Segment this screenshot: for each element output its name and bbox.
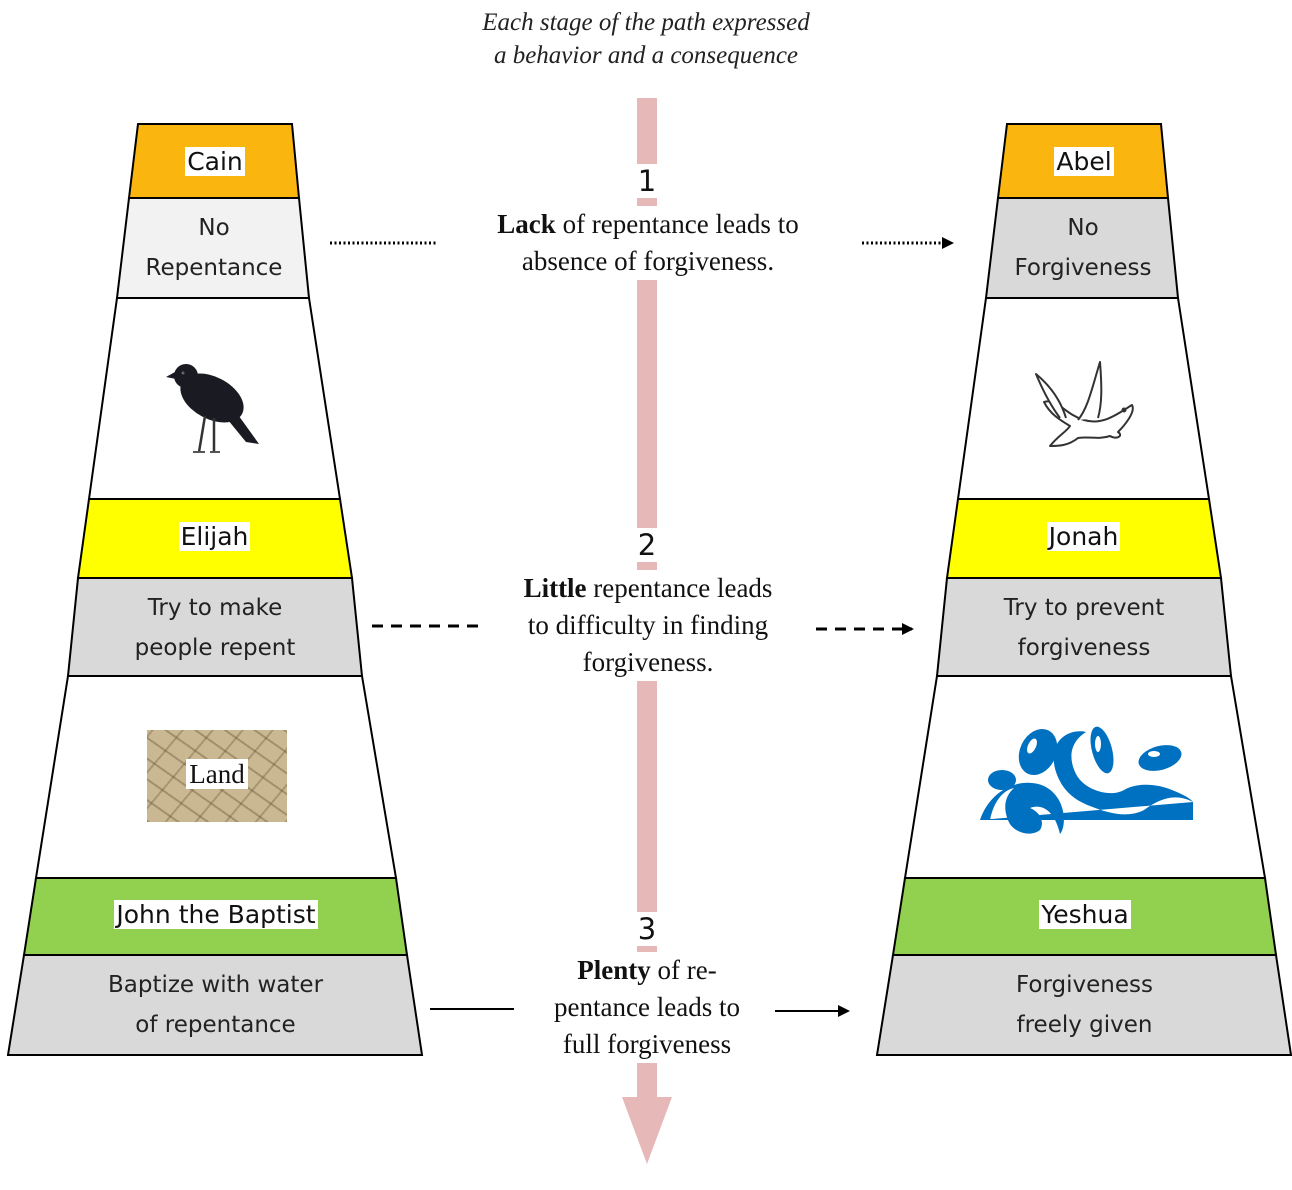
stage-1-line-1: Lack of repentance leads to [452,206,844,243]
baptize-line-2: of repentance [135,1012,296,1038]
john-label: John the Baptist [36,894,396,935]
try-prevent-label: Try to prevent forgiveness [947,588,1221,668]
stage-3-bold: Plenty [577,955,651,985]
no-forgiveness-label: No Forgiveness [998,208,1168,288]
cain-text: Cain [185,147,245,176]
stage-2-line-1: Little repentance leads [493,570,803,607]
stage-3-line-1: Plenty of re- [520,952,774,989]
try-prevent-line-2: forgiveness [1017,635,1151,661]
jonah-text: Jonah [1046,522,1121,551]
stage-1-bold: Lack [497,209,556,239]
forgiveness-given-line-2: freely given [1016,1012,1153,1038]
diagram-caption: Each stage of the path expressed a behav… [0,6,1292,72]
stage-2-text: Little repentance leads to difficulty in… [493,570,803,681]
stage-2-bold: Little [523,573,587,603]
no-forgiveness-line-2: Forgiveness [1014,255,1152,281]
raven-icon [166,364,259,453]
forgiveness-given-label: Forgiveness freely given [893,965,1276,1045]
right-tower [875,123,1292,1056]
right-forgiveness-band [875,954,1292,1056]
elijah-label: Elijah [89,516,340,557]
stage-3-line-2: pentance leads to [554,992,740,1022]
no-forgiveness-line-1: No [1067,215,1099,241]
baptize-line-1: Baptize with water [107,972,324,998]
baptize-label: Baptize with water of repentance [24,965,407,1045]
left-baptize-band [6,954,424,1056]
jonah-label: Jonah [958,516,1209,557]
stage-3-text: Plenty of re- pentance leads to full for… [520,952,774,1063]
stage-1-rest: of repentance leads to [555,209,799,239]
land-image: Land [147,730,287,822]
stage-2-line-2: to difficulty in finding [527,610,769,640]
stage-3-number: 3 [630,912,664,946]
no-repentance-label: No Repentance [129,208,299,288]
stage-2-number: 2 [630,528,664,562]
yeshua-label: Yeshua [905,894,1265,935]
right-dove-band [956,297,1211,500]
cain-label: Cain [138,141,292,182]
try-make-repent-line-1: Try to make [147,595,283,621]
stage-2-line-3: forgiveness. [582,647,714,677]
try-prevent-line-1: Try to prevent [1003,595,1165,621]
stage-3-rest: of re- [650,955,717,985]
forgiveness-given-line-1: Forgiveness [1016,972,1153,998]
caption-line-1: Each stage of the path expressed [482,9,810,36]
stage-2-rest: repentance leads [586,573,773,603]
water-highlights [1027,736,1160,757]
yeshua-text: Yeshua [1039,900,1131,929]
center-arrow-head [622,1097,672,1164]
abel-text: Abel [1054,147,1114,176]
try-make-repent-label: Try to make people repent [78,588,352,668]
caption-line-2: a behavior and a consequence [493,42,799,69]
land-text: Land [186,759,248,789]
john-text: John the Baptist [114,900,318,929]
right-water-band [903,675,1267,879]
no-repentance-line-2: Repentance [145,255,283,281]
stage-1-line-2: absence of forgiveness. [521,246,775,276]
try-make-repent-line-2: people repent [134,635,296,661]
left-tower [6,123,424,1056]
no-repentance-line-1: No [198,215,230,241]
stage-1-number: 1 [630,164,664,198]
stage-1-text: Lack of repentance leads to absence of f… [452,206,844,280]
elijah-text: Elijah [178,522,251,551]
dove-icon [1035,361,1134,447]
abel-label: Abel [1007,141,1161,182]
stage-3-line-3: full forgiveness [562,1029,732,1059]
